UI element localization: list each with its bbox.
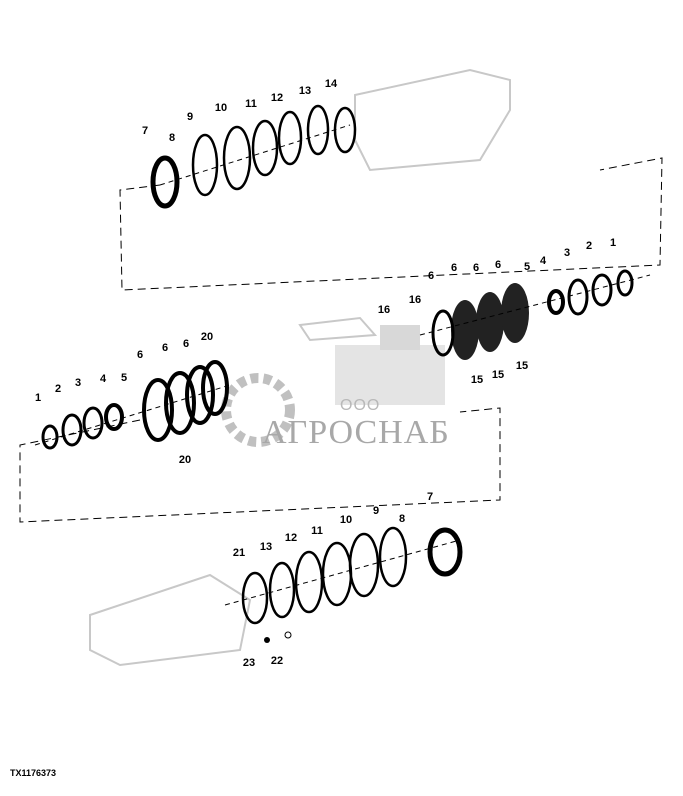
bearing-right xyxy=(547,289,565,315)
callout-top-7: 7 xyxy=(141,125,149,137)
housing-bottom xyxy=(89,573,252,667)
callout-bottom-9: 9 xyxy=(372,505,380,517)
axis-top xyxy=(159,124,351,186)
watermark-prefix: ООО xyxy=(340,397,381,414)
watermark-combine xyxy=(335,345,445,405)
housing-middle xyxy=(298,316,378,342)
ring-bottom-1 xyxy=(268,561,296,619)
friction-disc-1 xyxy=(476,292,504,352)
ring-bottom-3 xyxy=(321,541,353,607)
friction-disc-2 xyxy=(501,283,529,343)
housing-top xyxy=(354,68,511,172)
callout-left-20: 20 xyxy=(178,454,192,466)
callout-right-6: 6 xyxy=(472,262,480,274)
callout-left-6: 6 xyxy=(182,338,190,350)
ring-top-1 xyxy=(222,125,252,191)
bearing-left xyxy=(104,403,124,431)
callout-left-4: 4 xyxy=(99,373,107,385)
ring-bottom-4 xyxy=(348,532,380,598)
callout-left-20: 20 xyxy=(200,331,214,343)
callout-left-3: 3 xyxy=(74,377,82,389)
ring-top-4 xyxy=(306,104,330,156)
callout-top-13: 13 xyxy=(298,85,312,97)
callout-left-2: 2 xyxy=(54,383,62,395)
callout-top-11: 11 xyxy=(245,98,257,110)
callout-top-12: 12 xyxy=(270,92,284,104)
callout-bottom-21: 21 xyxy=(232,547,246,559)
ring-bottom-5 xyxy=(378,526,408,588)
plug-22 xyxy=(284,631,292,639)
dashed-outline-top xyxy=(119,157,663,291)
ring-bottom-2 xyxy=(294,550,324,614)
callout-top-14: 14 xyxy=(324,78,338,90)
callout-right-6: 6 xyxy=(494,259,502,271)
ring-left-1 xyxy=(61,413,83,447)
watermark-name: АГРОСНАБ xyxy=(262,414,450,451)
callout-right-6: 6 xyxy=(427,270,435,282)
plate-left-0 xyxy=(142,378,174,442)
ring-right-2 xyxy=(567,278,589,316)
axis-bottom xyxy=(224,539,461,606)
plug-23 xyxy=(264,637,270,643)
callout-bottom-8: 8 xyxy=(398,513,406,525)
piston-bottom xyxy=(427,527,463,577)
plate-left-3 xyxy=(201,360,229,416)
watermark-combine-cab xyxy=(380,325,420,350)
ring-top-2 xyxy=(251,119,279,177)
callout-top-8: 8 xyxy=(168,132,176,144)
callout-right-15: 15 xyxy=(470,374,484,386)
callout-right-4: 4 xyxy=(539,255,547,267)
ring-top-5 xyxy=(333,106,357,154)
ring-top-0 xyxy=(191,133,219,197)
friction-disc-0 xyxy=(451,300,479,360)
callout-right-3: 3 xyxy=(563,247,571,259)
ring-right-1 xyxy=(591,273,613,307)
callout-right-16: 16 xyxy=(408,294,422,306)
ring-left-2 xyxy=(82,406,104,440)
callout-bottom-12: 12 xyxy=(284,532,298,544)
plate-left-2 xyxy=(185,365,215,425)
axis-right xyxy=(419,274,651,336)
callout-top-9: 9 xyxy=(186,111,194,123)
callout-bottom-23: 23 xyxy=(242,657,256,669)
callout-bottom-10: 10 xyxy=(339,514,353,526)
callout-bottom-13: 13 xyxy=(259,541,273,553)
axis-left xyxy=(34,384,231,446)
callout-top-10: 10 xyxy=(214,102,228,114)
callout-left-5: 5 xyxy=(120,372,128,384)
ring-bottom-0 xyxy=(241,571,269,625)
callout-right-6: 6 xyxy=(450,262,458,274)
piston xyxy=(150,155,180,209)
callout-left-1: 1 xyxy=(34,392,42,404)
callout-bottom-7: 7 xyxy=(426,491,434,503)
ring-left-0 xyxy=(41,424,59,450)
callout-right-5: 5 xyxy=(523,261,531,273)
callout-right-2: 2 xyxy=(585,240,593,252)
watermark-gear xyxy=(221,373,295,447)
callout-bottom-11: 11 xyxy=(311,525,323,537)
callout-right-16: 16 xyxy=(377,304,391,316)
ring-right-0 xyxy=(616,269,634,297)
callout-bottom-22: 22 xyxy=(270,655,284,667)
ring-top-3 xyxy=(277,110,303,166)
callout-left-6: 6 xyxy=(161,342,169,354)
plate-left-1 xyxy=(164,371,196,435)
plate-right xyxy=(431,309,455,357)
callout-right-1: 1 xyxy=(609,237,617,249)
callout-right-15: 15 xyxy=(515,360,529,372)
callout-left-6: 6 xyxy=(136,349,144,361)
callout-right-15: 15 xyxy=(491,369,505,381)
figure-id: TX1176373 xyxy=(10,768,57,778)
